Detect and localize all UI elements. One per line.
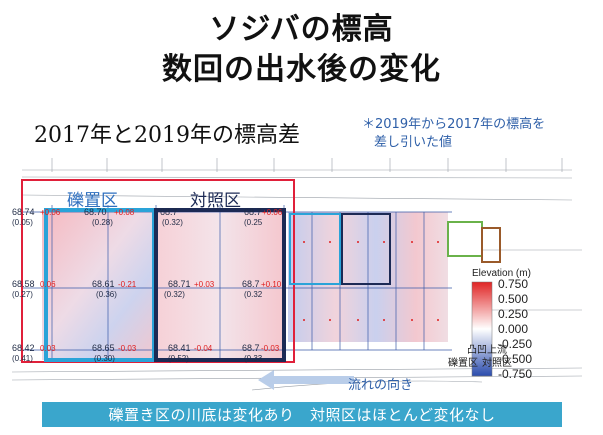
elev-prev: (0.32 (244, 290, 263, 299)
downstream-survey-marks (303, 241, 439, 321)
legend-tick: 0.250 (498, 307, 529, 321)
elev-prev: (0.36) (96, 290, 117, 299)
elev-base: 68.70 (84, 207, 107, 217)
elev-base: 68.71 (168, 279, 191, 289)
flow-direction-label: 流れの向き (348, 378, 414, 393)
slide-title-line1: ソジバの標高 (209, 12, 394, 47)
flow-arrow (258, 370, 354, 390)
legend-tick: -0.250 (498, 337, 533, 351)
downstream-control-box (341, 213, 391, 285)
downstream-treatment-box (289, 213, 341, 285)
elev-diff: -0.03 (261, 344, 280, 353)
upstream-control-box (481, 227, 501, 263)
elev-diff: +0.03 (194, 280, 215, 289)
elev-prev: (0.30) (94, 354, 115, 363)
elev-diff: -0.21 (118, 280, 137, 289)
upstream-control-label: 対照区 (482, 358, 512, 369)
elev-prev: (0.52) (168, 354, 189, 363)
elev-prev: (0.05) (12, 218, 33, 227)
control-zone-label: 対照区 (190, 191, 241, 211)
elev-diff: 0.06 (40, 280, 56, 289)
elev-base: 68.74 (12, 207, 35, 217)
legend-tick: 0.750 (498, 277, 529, 291)
elev-diff: 0.03 (40, 344, 56, 353)
elev-base: 68.7 (242, 343, 260, 353)
elev-base: 68.7 (244, 207, 262, 217)
treatment-zone-label: 礫置区 (67, 191, 118, 211)
elev-base: 68.58 (12, 279, 35, 289)
elev-diff: +0.06 (40, 208, 61, 217)
elev-base: 68.42 (12, 343, 35, 353)
upstream-label: 凸凹上流 (467, 345, 507, 356)
elev-diff: +0.10 (261, 280, 282, 289)
calculation-note: ＊2019年から2017年の標高を 差し引いた値 (362, 116, 592, 152)
upstream-treatment-box (447, 221, 483, 257)
legend-tick: -0.500 (498, 352, 533, 366)
elev-prev: (0.25 (244, 218, 263, 227)
elev-diff: -0.04 (194, 344, 213, 353)
elev-prev: (0.41) (12, 354, 33, 363)
conclusion-banner: 礫置き区の川底は変化あり 対照区はほとんど変化なし (42, 402, 562, 427)
legend-title: Elevation (m) (472, 268, 531, 279)
elev-prev: (0.32) (162, 218, 183, 227)
elev-prev: (0.27) (12, 290, 33, 299)
map-graphic (11, 158, 583, 391)
legend-colorbar (471, 281, 493, 377)
treatment-zone-heatmap (42, 210, 154, 360)
elev-base: 68.7 (160, 207, 178, 217)
elev-base: 68.41 (168, 343, 191, 353)
elev-prev: (0.28) (92, 218, 113, 227)
elev-base: 68.65 (92, 343, 115, 353)
elev-diff: +0.06 (262, 208, 283, 217)
legend-tick: 0.500 (498, 292, 529, 306)
elev-diff: -0.03 (118, 344, 137, 353)
control-zone-box (154, 208, 286, 362)
elev-prev: (0.32) (164, 290, 185, 299)
slide-title-line2: 数回の出水後の変化 (162, 52, 441, 87)
calculation-note-line1: ＊2019年から2017年の標高を (362, 117, 546, 132)
elev-base: 68.61 (92, 279, 115, 289)
calculation-note-line2: 差し引いた値 (374, 135, 453, 150)
upstream-treatment-label: 礫置区 (448, 358, 478, 369)
elev-diff: +0.08 (114, 208, 135, 217)
elev-prev: (0.33 (244, 354, 263, 363)
legend-tick: 0.000 (498, 322, 529, 336)
elev-base: 68.7 (242, 279, 260, 289)
slide-subtitle: 2017年と2019年の標高差 (34, 123, 300, 148)
legend-tick: -0.750 (498, 367, 533, 381)
elevation-difference-map: 礫置区 対照区 68.74 +0.06 (0.05) 68.70 +0.08 (… (11, 150, 592, 400)
